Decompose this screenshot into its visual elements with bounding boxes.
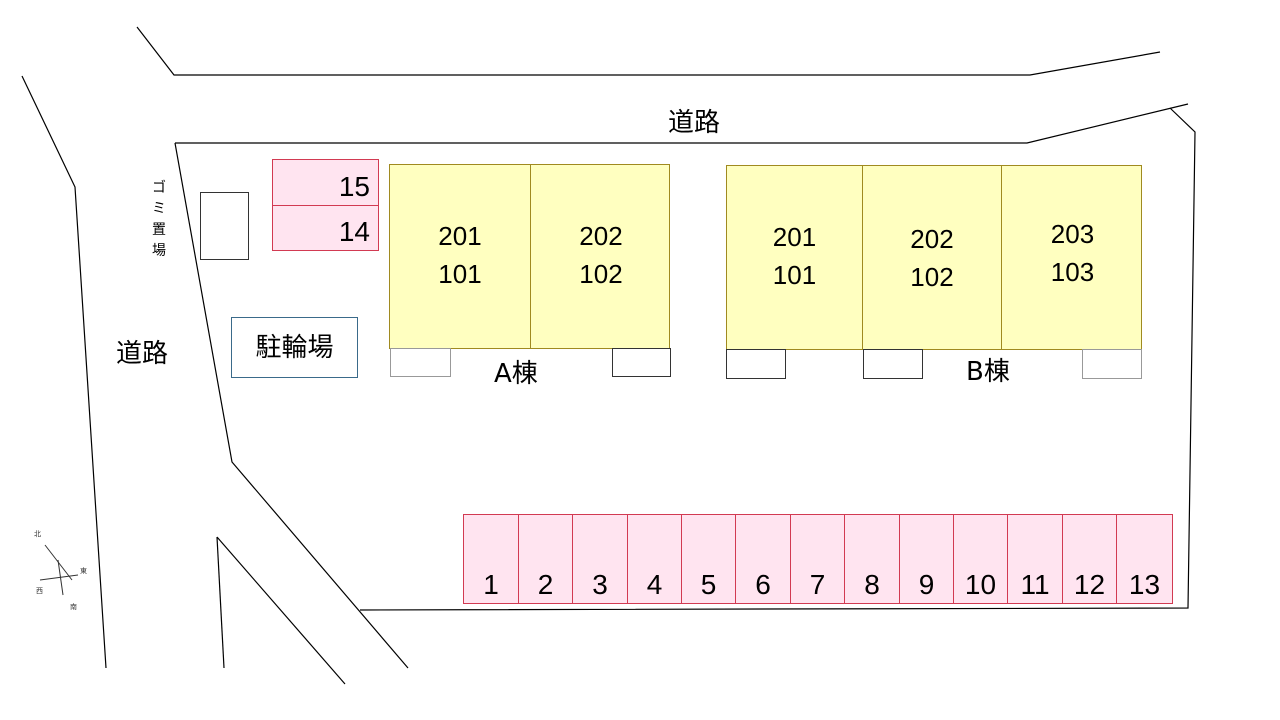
garbage-label-char: 置 [152, 222, 166, 238]
road-edge-branch [216, 536, 225, 669]
building-b-unit: 202 102 [863, 166, 1002, 349]
parking-stall-number: 8 [864, 569, 880, 600]
road-edge-top-inner [175, 103, 1189, 144]
parking-stall: 15 [272, 159, 379, 206]
compass-west-label: 西 [36, 587, 43, 595]
parking-stall: 14 [272, 205, 379, 251]
garbage-area [200, 192, 249, 260]
parking-stall-number: 12 [1073, 569, 1106, 600]
parking-stall: 10 [953, 514, 1008, 604]
building-b: 201 101 202 102 203 103 [726, 165, 1142, 350]
parking-stall-number: 10 [964, 569, 997, 600]
parking-stall: 13 [1116, 514, 1173, 604]
road-edge-left-inner [174, 142, 409, 669]
building-b-porch [1082, 349, 1142, 379]
parking-stall-number: 2 [537, 569, 554, 600]
unit-number-lower: 102 [910, 262, 954, 292]
unit-number-upper: 201 [772, 222, 817, 252]
building-a-unit: 202 102 [531, 165, 671, 348]
unit-number-upper: 202 [579, 221, 623, 251]
unit-number-lower: 102 [579, 259, 623, 289]
road-edge-branch-2 [216, 536, 346, 685]
parking-stall-number: 4 [646, 569, 663, 600]
garbage-label-char: ゴ [152, 180, 166, 196]
parking-stall: 7 [790, 514, 845, 604]
parking-stall-number: 9 [918, 569, 935, 600]
building-a: 201 101 202 102 [389, 164, 670, 349]
building-a-label: A棟 [494, 359, 538, 389]
parking-stall-number: 6 [755, 569, 771, 600]
parking-stall: 11 [1007, 514, 1063, 604]
building-b-unit: 201 101 [727, 166, 863, 349]
parking-stall-number: 15 [338, 171, 370, 202]
parking-stall: 2 [518, 514, 573, 604]
parking-stall: 4 [627, 514, 682, 604]
parking-stall-number: 1 [483, 569, 499, 600]
unit-number-lower: 101 [438, 259, 482, 289]
road-label-top: 道路 [668, 108, 721, 138]
unit-number-lower: 101 [772, 260, 817, 290]
parking-stall: 5 [681, 514, 736, 604]
building-a-porch [390, 348, 451, 377]
parking-stall: 6 [735, 514, 791, 604]
building-b-porch [726, 349, 786, 379]
building-b-label: B棟 [966, 357, 1010, 387]
parking-stall: 3 [572, 514, 628, 604]
bicycle-parking-label: 駐輪場 [255, 332, 334, 363]
garbage-label: ゴ ミ 置 場 [151, 178, 167, 262]
unit-number-lower: 103 [1050, 257, 1095, 287]
unit-number-upper: 201 [438, 221, 482, 251]
road-edge-left-outer [21, 75, 107, 669]
parking-stall: 12 [1062, 514, 1117, 604]
parking-stall: 1 [463, 514, 519, 604]
parking-stall-number: 3 [592, 569, 608, 600]
building-a-porch [612, 348, 671, 377]
parking-stall-number: 7 [809, 569, 826, 600]
parking-stall-number: 13 [1128, 569, 1161, 600]
compass-south-label: 南 [70, 602, 77, 611]
garbage-label-char: 場 [152, 243, 166, 259]
garbage-label-char: ミ [152, 201, 166, 217]
road-edge-top-outer [136, 26, 1161, 76]
compass-east-label: 東 [80, 566, 87, 575]
parking-stall: 8 [844, 514, 900, 604]
parking-stall: 9 [899, 514, 954, 604]
unit-number-upper: 202 [910, 224, 954, 254]
building-a-unit: 201 101 [390, 165, 531, 348]
parking-stall-number: 5 [700, 569, 717, 600]
bicycle-parking: 駐輪場 [231, 317, 358, 378]
building-b-unit: 203 103 [1002, 166, 1143, 349]
unit-number-upper: 203 [1050, 219, 1095, 249]
building-b-porch [863, 349, 923, 379]
parking-stall-number: 14 [338, 216, 370, 247]
road-label-left: 道路 [116, 339, 169, 369]
parking-stall-number: 11 [1020, 569, 1050, 600]
site-boundary-east [359, 107, 1196, 611]
compass-north-label: 北 [34, 530, 41, 538]
compass-icon [39, 544, 79, 596]
